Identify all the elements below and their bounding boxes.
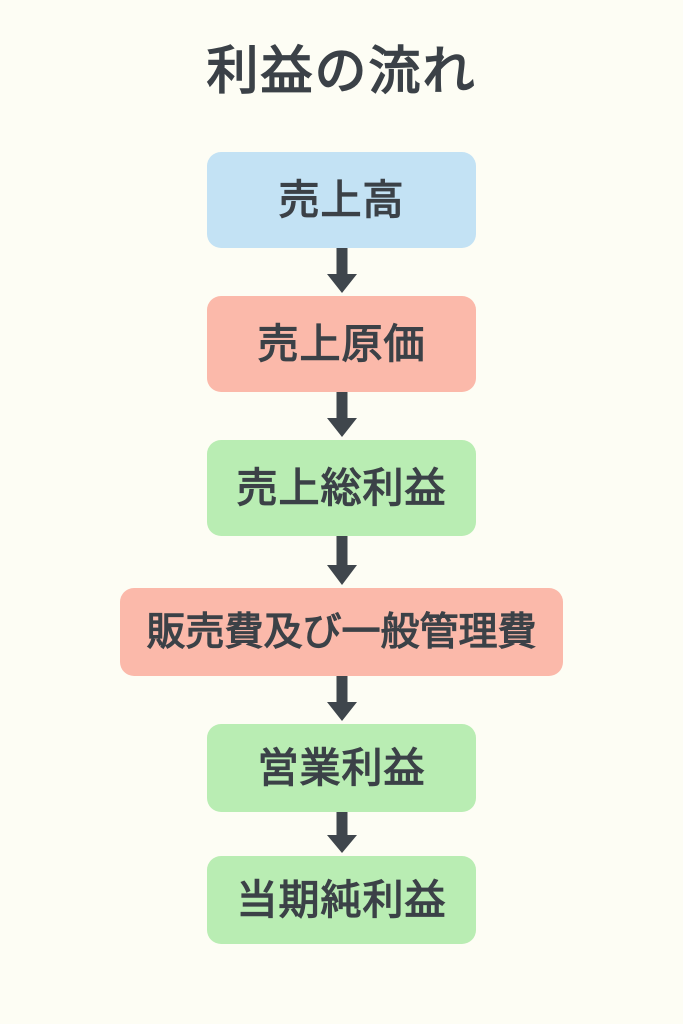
arrow-down-icon [324,676,360,724]
arrow-down-icon [324,812,360,856]
flow-node-cost-of-sales[interactable]: 売上原価 [207,296,476,392]
arrow-down-icon [324,248,360,296]
flow-node-net-income[interactable]: 当期純利益 [207,856,476,944]
flow-node-gross-profit[interactable]: 売上総利益 [207,440,476,536]
arrow-down-icon [324,536,360,588]
arrow-down-icon [324,392,360,440]
flow-node-sga-expenses[interactable]: 販売費及び一般管理費 [120,588,563,676]
profit-flow-diagram: 売上高 売上原価 売上総利益 販売費及び一般管理費 [0,152,683,944]
flow-node-net-sales[interactable]: 売上高 [207,152,476,248]
page-title: 利益の流れ [206,43,477,101]
flow-node-operating-income[interactable]: 営業利益 [207,724,476,812]
